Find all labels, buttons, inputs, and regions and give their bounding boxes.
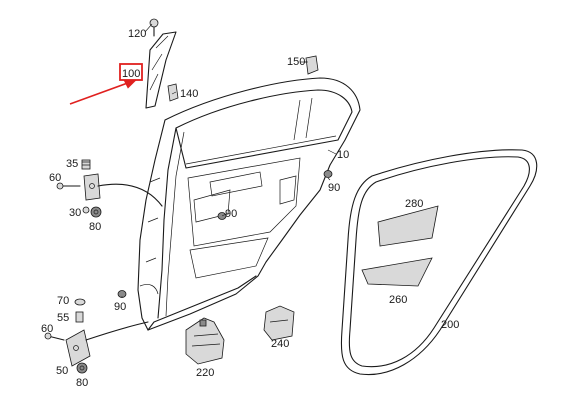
- callout-240[interactable]: 240: [271, 338, 289, 350]
- callout-50[interactable]: 50: [56, 365, 68, 377]
- insulation-pad-280[interactable]: [377, 205, 439, 247]
- screw-120[interactable]: [149, 18, 159, 37]
- upper-hinge[interactable]: [83, 173, 163, 207]
- nut-80-upper[interactable]: [90, 206, 102, 218]
- callout-120[interactable]: 120: [128, 28, 146, 40]
- callout-90-right[interactable]: 90: [328, 182, 340, 194]
- callout-80-lower[interactable]: 80: [76, 377, 88, 389]
- callout-60-lower[interactable]: 60: [41, 323, 53, 335]
- grommet-90-right[interactable]: [323, 170, 333, 178]
- callout-60-upper[interactable]: 60: [49, 172, 61, 184]
- clip-150[interactable]: [300, 55, 319, 75]
- callout-200[interactable]: 200: [441, 319, 459, 331]
- leader-lines: [121, 23, 337, 298]
- callout-280[interactable]: 280: [405, 198, 423, 210]
- callout-90-lower[interactable]: 90: [114, 301, 126, 313]
- callout-35[interactable]: 35: [66, 158, 78, 170]
- callout-150[interactable]: 150: [287, 56, 305, 68]
- bolt-60-upper[interactable]: [56, 182, 81, 190]
- insulation-pad-260[interactable]: [361, 257, 433, 287]
- spring-35[interactable]: [81, 159, 91, 170]
- callout-220[interactable]: 220: [196, 367, 214, 379]
- callout-10[interactable]: 10: [337, 149, 349, 161]
- callout-70[interactable]: 70: [57, 295, 69, 307]
- clip-140[interactable]: [167, 83, 179, 102]
- callout-55[interactable]: 55: [57, 312, 69, 324]
- washer-30[interactable]: [82, 206, 90, 214]
- window-trim-strip[interactable]: [145, 31, 177, 109]
- bracket-220[interactable]: [185, 317, 225, 365]
- lower-hinge[interactable]: [65, 321, 149, 367]
- bolt-60-lower[interactable]: [44, 332, 65, 341]
- pin-55[interactable]: [75, 311, 84, 323]
- nut-80-lower[interactable]: [76, 362, 88, 374]
- callout-140[interactable]: 140: [180, 88, 198, 100]
- callout-30[interactable]: 30: [69, 207, 81, 219]
- callout-90-center[interactable]: 90: [225, 208, 237, 220]
- callout-80-upper[interactable]: 80: [89, 221, 101, 233]
- highlight-arrow: [69, 79, 137, 105]
- door-shell[interactable]: [137, 77, 361, 331]
- callout-100[interactable]: 100: [122, 68, 140, 80]
- callout-260[interactable]: 260: [389, 294, 407, 306]
- door-seal-200[interactable]: [340, 149, 538, 376]
- bracket-240[interactable]: [263, 305, 295, 341]
- cap-70[interactable]: [74, 298, 86, 306]
- highlight-box: [119, 63, 143, 81]
